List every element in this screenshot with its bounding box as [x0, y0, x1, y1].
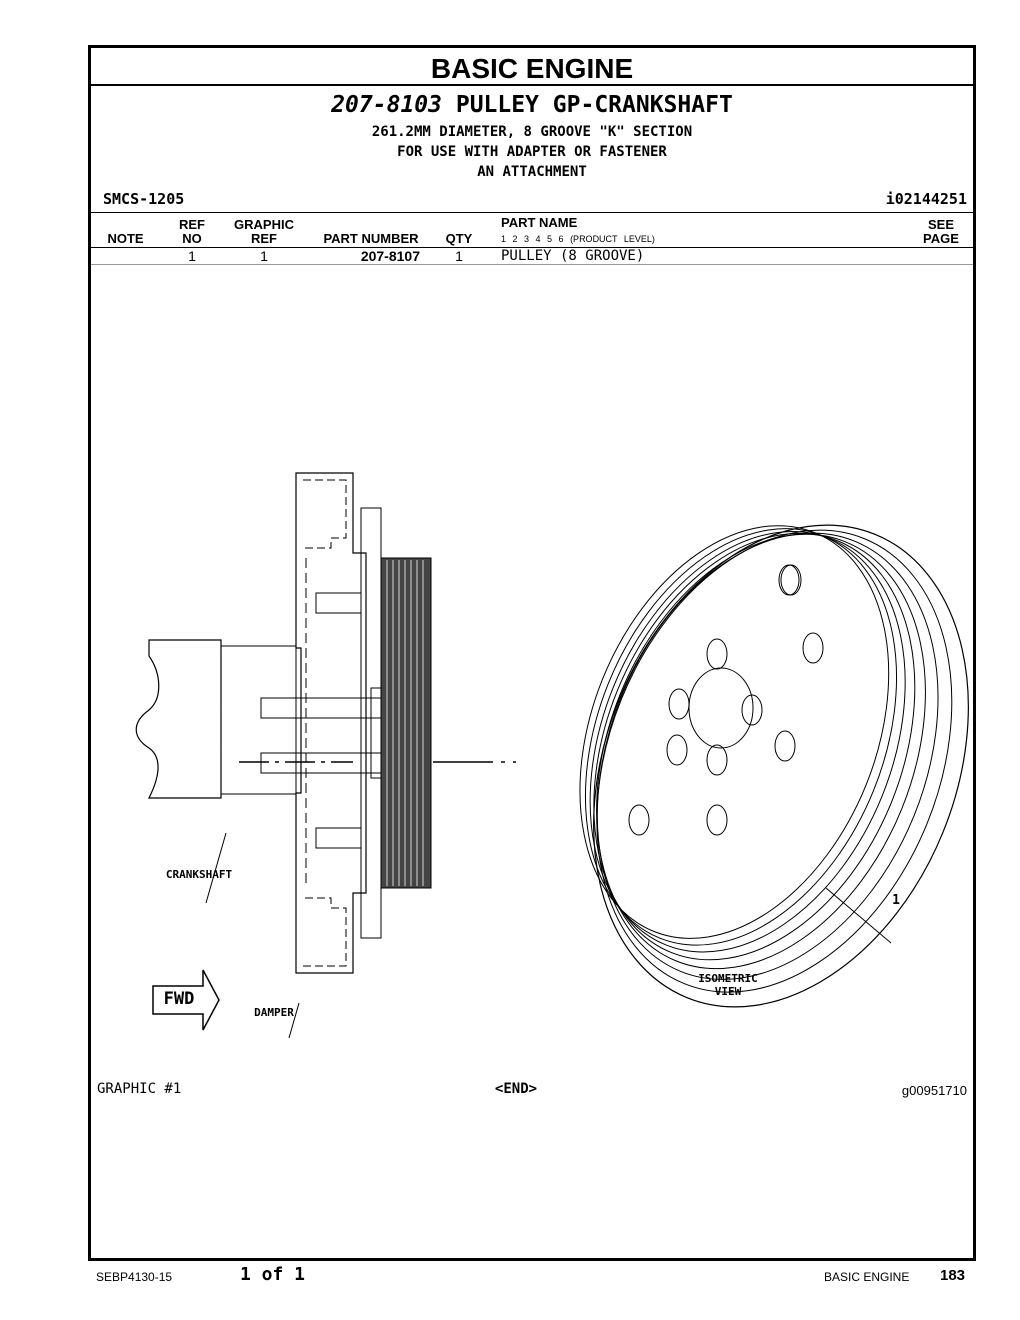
group-part-number: 207-8103 [331, 92, 442, 118]
smcs-code: SMCS-1205 [103, 190, 185, 208]
page-number: 183 [940, 1267, 966, 1284]
col-note: NOTE [107, 231, 144, 246]
col-part-number: PART NUMBER [323, 231, 419, 246]
doc-number: SEBP4130-15 [96, 1270, 173, 1284]
part-title: 207-8103 PULLEY GP-CRANKSHAFT [91, 92, 973, 118]
graphic-id: g00951710 [901, 1083, 967, 1098]
col-part-name: PART NAME [501, 215, 578, 230]
isometric-pulley [579, 524, 969, 1008]
fwd-arrow-icon [152, 969, 220, 1031]
row-ref-no: 1 [188, 248, 196, 264]
description-line-2: FOR USE WITH ADAPTER OR FASTENER [397, 144, 667, 160]
label-damper: DAMPER [254, 1006, 294, 1019]
crankshaft-shape [135, 639, 222, 799]
row-qty: 1 [455, 248, 463, 264]
section-title: BASIC ENGINE [91, 48, 973, 86]
description-line-1: 261.2MM DIAMETER, 8 GROOVE "K" SECTION [371, 124, 693, 140]
damper-shape [295, 472, 367, 974]
product-levels: 1 2 3 4 5 6 (PRODUCT LEVEL) [501, 234, 655, 244]
graphic-caption: GRAPHIC #1 [97, 1081, 182, 1097]
row-graphic-ref: 1 [260, 248, 268, 264]
pulley-holes [628, 564, 824, 836]
parts-illustration [135, 472, 969, 1039]
footer-section: BASIC ENGINE [824, 1270, 910, 1284]
table-header-top-line [91, 212, 973, 213]
callout-1: 1 [892, 893, 900, 908]
table-header-bottom-line [91, 247, 973, 248]
row-bottom-line [91, 264, 973, 265]
page-of: 1 of 1 [240, 1264, 306, 1285]
row-part-name: PULLEY (8 GROOVE) [501, 248, 645, 264]
row-part-number: 207-8107 [360, 248, 420, 264]
label-crankshaft: CRANKSHAFT [165, 868, 233, 881]
description-line-3: AN ATTACHMENT [477, 164, 587, 180]
end-marker: <END> [494, 1081, 538, 1097]
group-part-name: PULLEY GP-CRANKSHAFT [455, 92, 733, 118]
label-fwd: FWD [163, 989, 195, 1009]
illustration-ref: i02144251 [885, 190, 967, 208]
page-frame: BASIC ENGINE 207-8103 PULLEY GP-CRANKSHA… [88, 45, 976, 1261]
col-qty: QTY [445, 231, 473, 246]
pulley-grooves [380, 557, 432, 889]
